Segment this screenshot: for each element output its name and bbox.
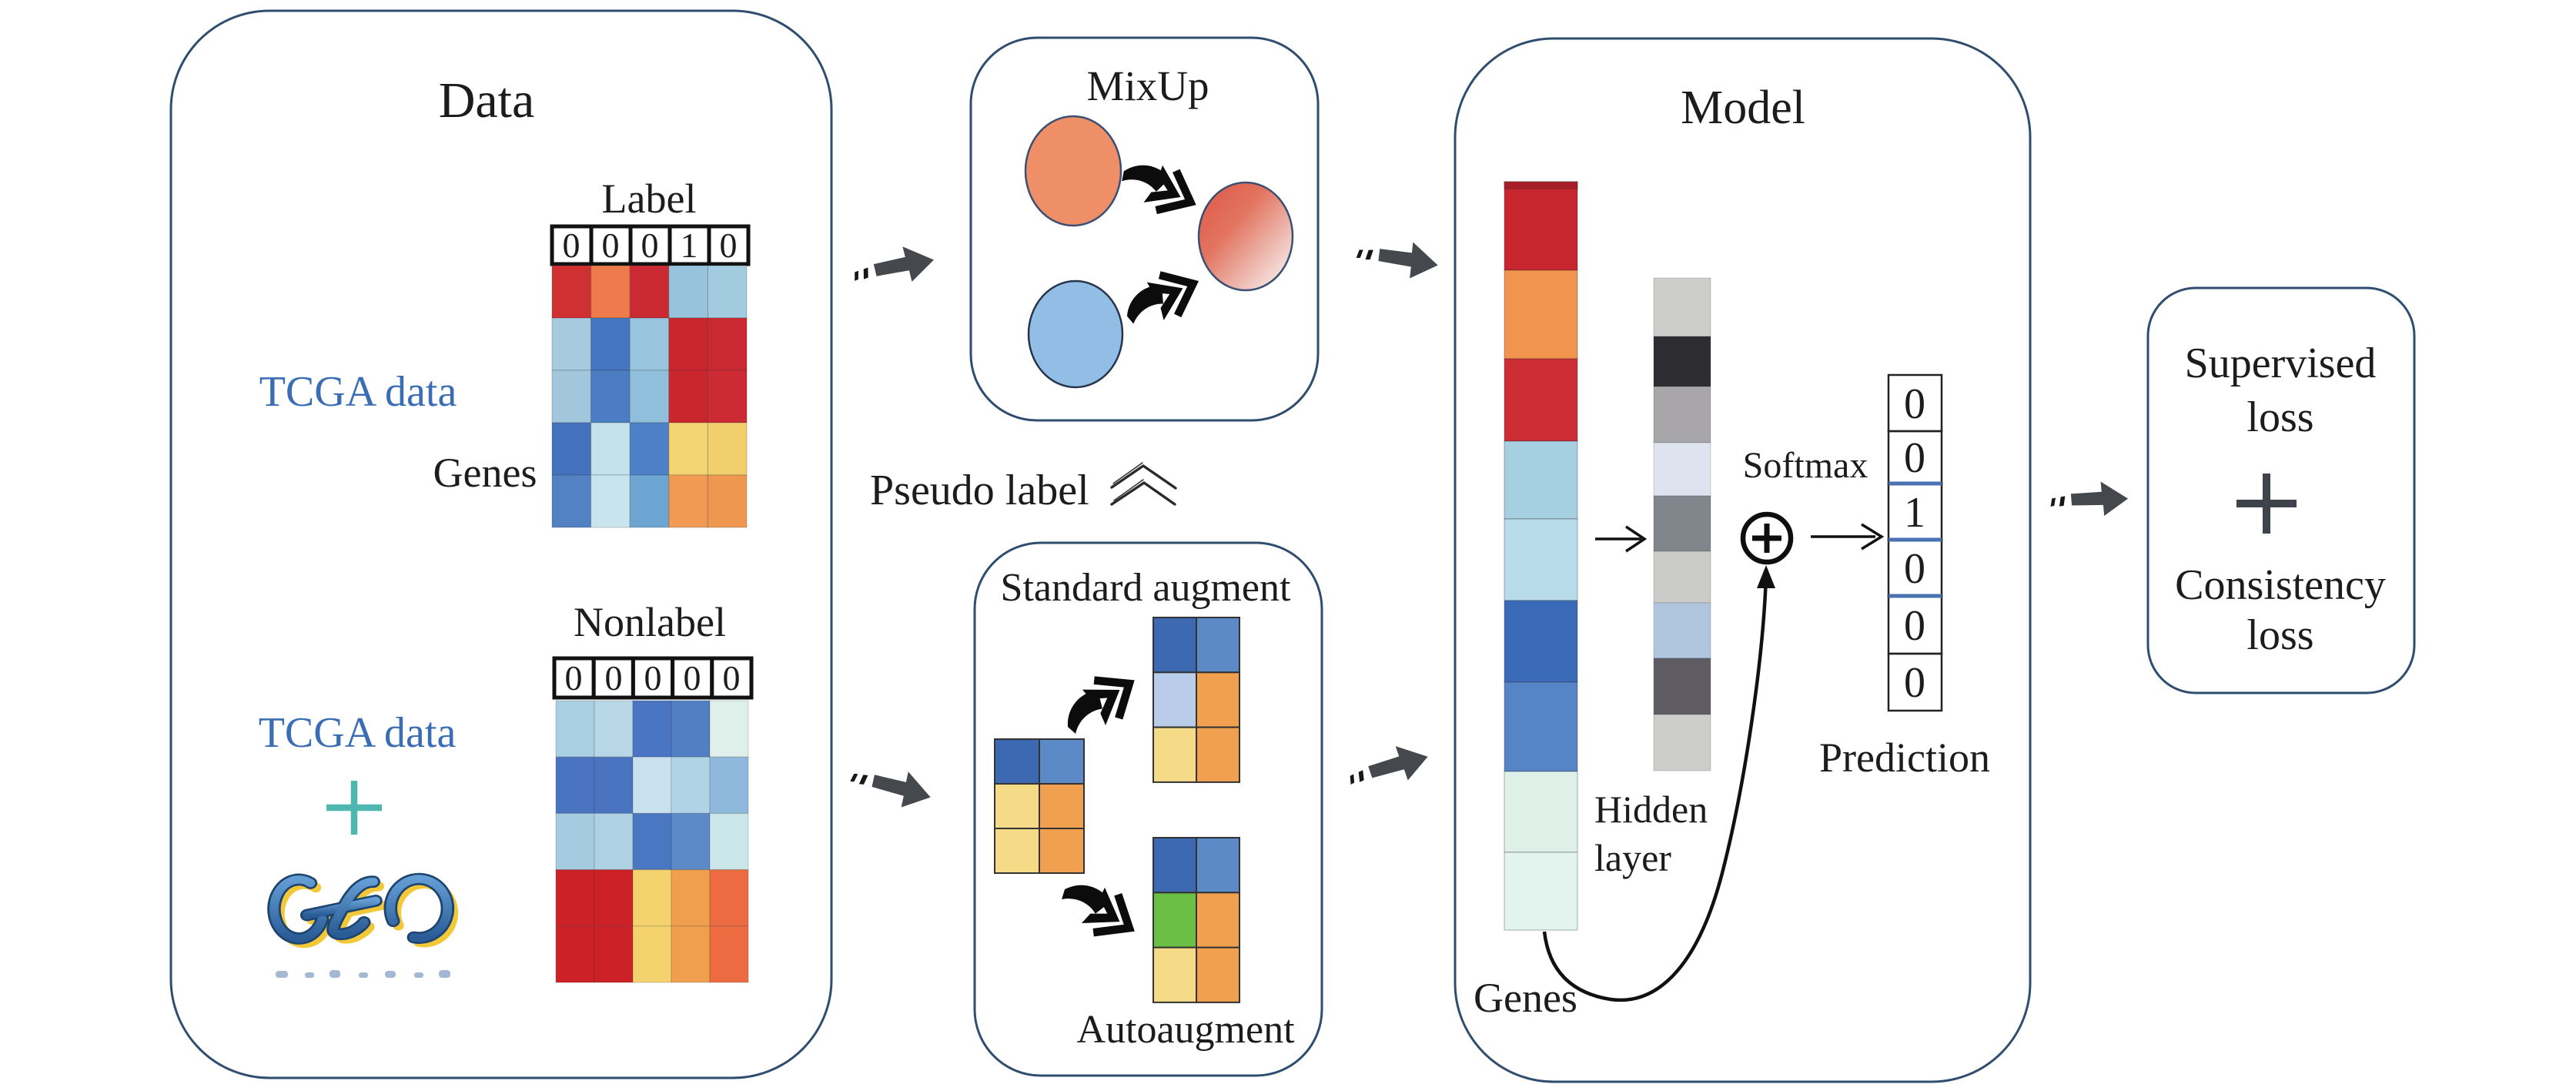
- svg-text:0: 0: [1904, 380, 1925, 428]
- svg-text:Genes: Genes: [433, 450, 537, 496]
- svg-text:layer: layer: [1594, 836, 1671, 879]
- svg-text:1: 1: [681, 226, 698, 265]
- svg-text:loss: loss: [2246, 393, 2313, 441]
- svg-text:Softmax: Softmax: [1743, 445, 1868, 486]
- svg-text:0: 0: [605, 658, 623, 698]
- svg-text:TCGA data: TCGA data: [259, 709, 457, 757]
- svg-text:0: 0: [684, 658, 701, 698]
- svg-text:MixUp: MixUp: [1087, 62, 1209, 109]
- svg-text:0: 0: [1904, 545, 1925, 593]
- svg-text:0: 0: [602, 226, 620, 265]
- svg-text:Autoaugment: Autoaugment: [1076, 1008, 1295, 1052]
- svg-text:Standard augment: Standard augment: [1001, 566, 1291, 610]
- svg-text:Hidden: Hidden: [1594, 788, 1708, 831]
- svg-text:0: 0: [565, 658, 583, 698]
- svg-text:Consistency: Consistency: [2175, 561, 2386, 609]
- svg-text:1: 1: [1904, 489, 1925, 537]
- svg-text:0: 0: [1904, 434, 1925, 482]
- svg-text:Model: Model: [1681, 82, 1805, 134]
- svg-text:0: 0: [644, 658, 662, 698]
- svg-text:Genes: Genes: [1474, 975, 1577, 1021]
- svg-text:0: 0: [720, 226, 738, 265]
- svg-text:Prediction: Prediction: [1819, 735, 1990, 781]
- svg-text:0: 0: [1904, 659, 1925, 707]
- svg-text:0: 0: [723, 658, 741, 698]
- svg-text:Nonlabel: Nonlabel: [574, 599, 726, 645]
- svg-text:Label: Label: [602, 176, 697, 222]
- svg-text:Data: Data: [439, 72, 535, 129]
- svg-text:loss: loss: [2246, 611, 2313, 659]
- svg-text:0: 0: [563, 226, 580, 265]
- svg-text:Supervised: Supervised: [2185, 340, 2377, 387]
- svg-text:Pseudo label: Pseudo label: [870, 467, 1089, 514]
- svg-text:TCGA data: TCGA data: [259, 368, 457, 416]
- svg-text:0: 0: [641, 226, 659, 265]
- svg-text:0: 0: [1904, 602, 1925, 650]
